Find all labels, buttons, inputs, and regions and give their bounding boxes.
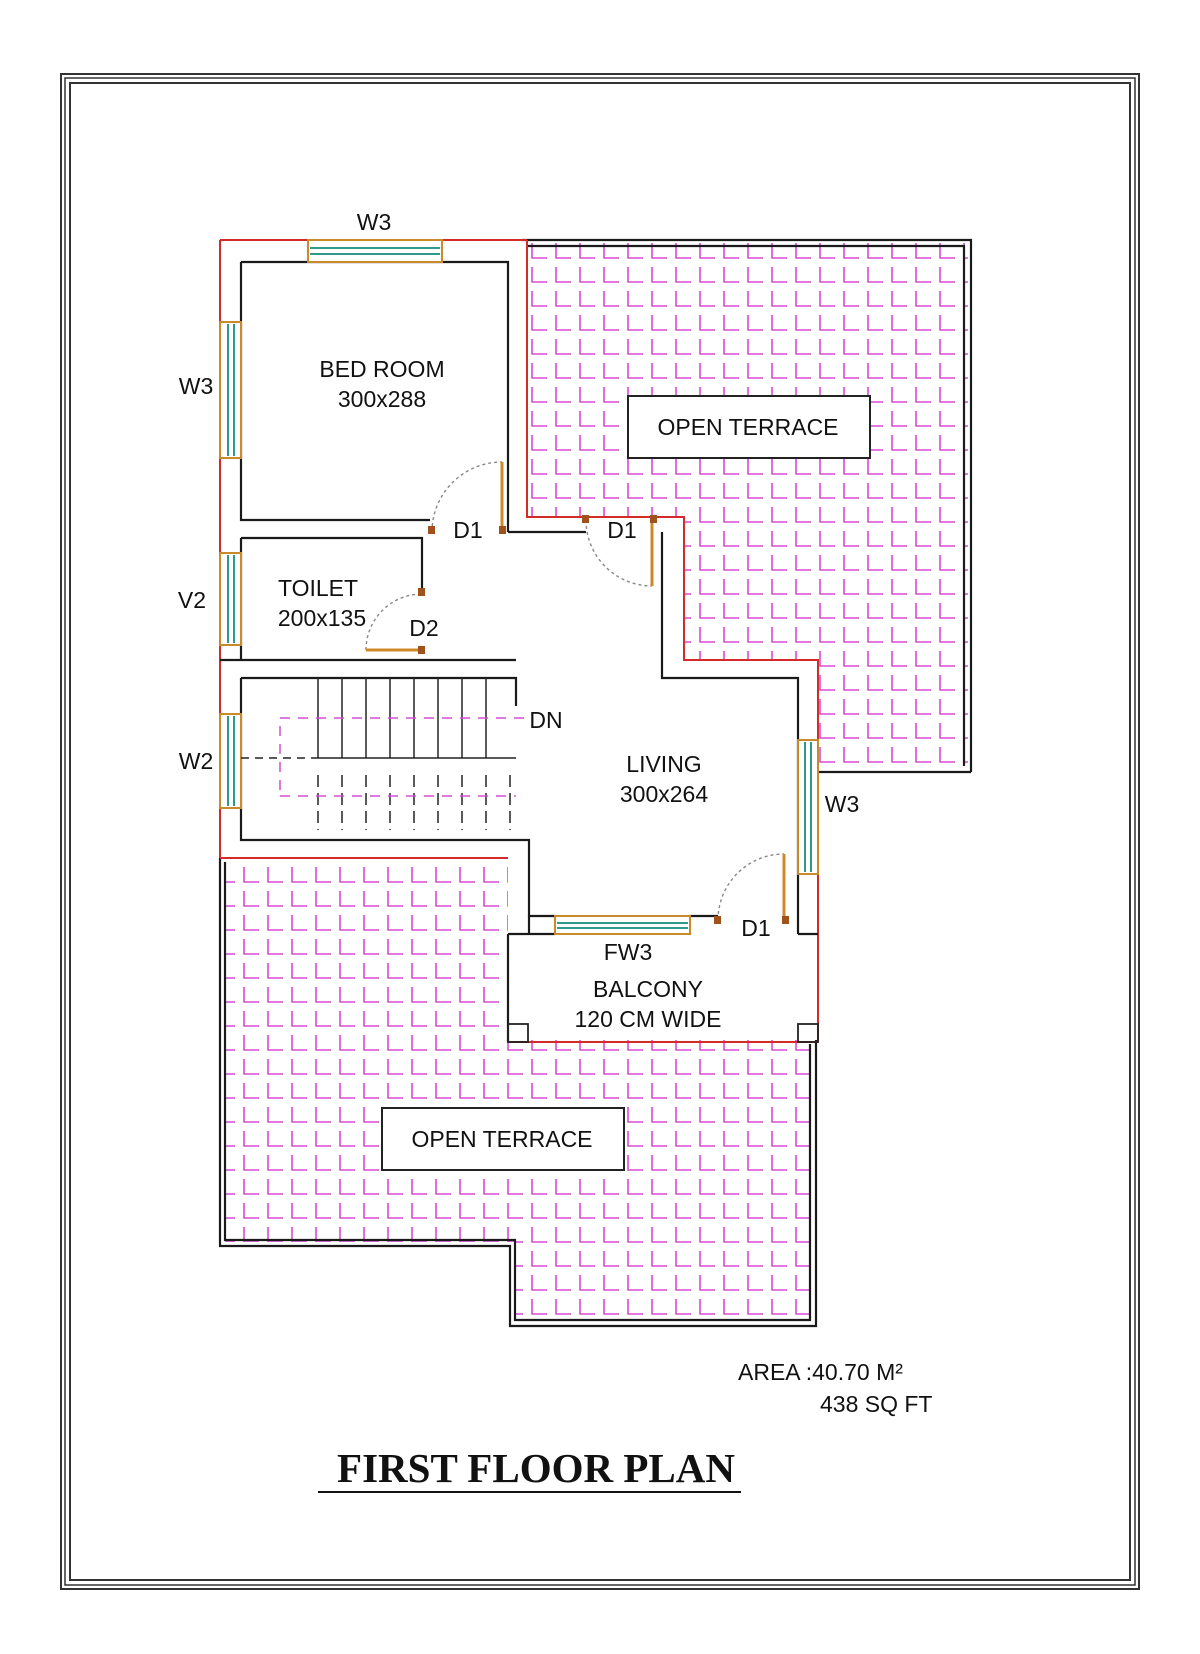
- window-v2: [219, 552, 242, 646]
- toilet-size: 200x135: [278, 605, 366, 631]
- label-w3-right: W3: [825, 791, 860, 817]
- terrace-bottom-label: OPEN TERRACE: [411, 1126, 592, 1152]
- bedroom-name: BED ROOM: [319, 356, 444, 382]
- window-w3-top: [307, 239, 443, 263]
- balcony-name: BALCONY: [593, 976, 703, 1002]
- door-d1-bedroom: [428, 461, 506, 534]
- terrace-bottom-label-box: [381, 1107, 625, 1171]
- label-d2: D2: [409, 615, 438, 641]
- label-w3-top: W3: [357, 209, 392, 235]
- door-d1-terrace: [582, 515, 657, 587]
- open-terrace-bottom-area: [218, 858, 818, 1328]
- label-fw3: FW3: [604, 939, 653, 965]
- label-w2: W2: [179, 748, 214, 774]
- door-d1-balcony: [714, 853, 789, 924]
- area-metric: AREA :40.70 M²: [738, 1359, 903, 1385]
- label-w3-left: W3: [179, 373, 214, 399]
- toilet-name: TOILET: [278, 575, 358, 601]
- door-d2-toilet: [365, 588, 425, 654]
- staircase: [241, 678, 530, 830]
- bedroom-size: 300x288: [338, 386, 426, 412]
- area-sqft: 438 SQ FT: [820, 1391, 932, 1417]
- label-dn: DN: [529, 707, 562, 733]
- window-w2: [219, 713, 242, 809]
- label-d1-balcony: D1: [741, 915, 770, 941]
- window-w3-right: [797, 739, 819, 875]
- label-d1-terrace: D1: [607, 517, 636, 543]
- living-name: LIVING: [626, 751, 701, 777]
- plan-title: FIRST FLOOR PLAN: [337, 1445, 735, 1491]
- terrace-top-label: OPEN TERRACE: [657, 414, 838, 440]
- page-border: [60, 73, 1140, 1590]
- terrace-top-label-box: [627, 395, 871, 459]
- label-v2: V2: [178, 587, 206, 613]
- open-terrace-top-area: [522, 238, 973, 774]
- window-fw3: [554, 915, 691, 935]
- living-size: 300x264: [620, 781, 708, 807]
- window-w3-left: [219, 321, 242, 459]
- balcony-size: 120 CM WIDE: [575, 1006, 722, 1032]
- label-d1-bedroom: D1: [453, 517, 482, 543]
